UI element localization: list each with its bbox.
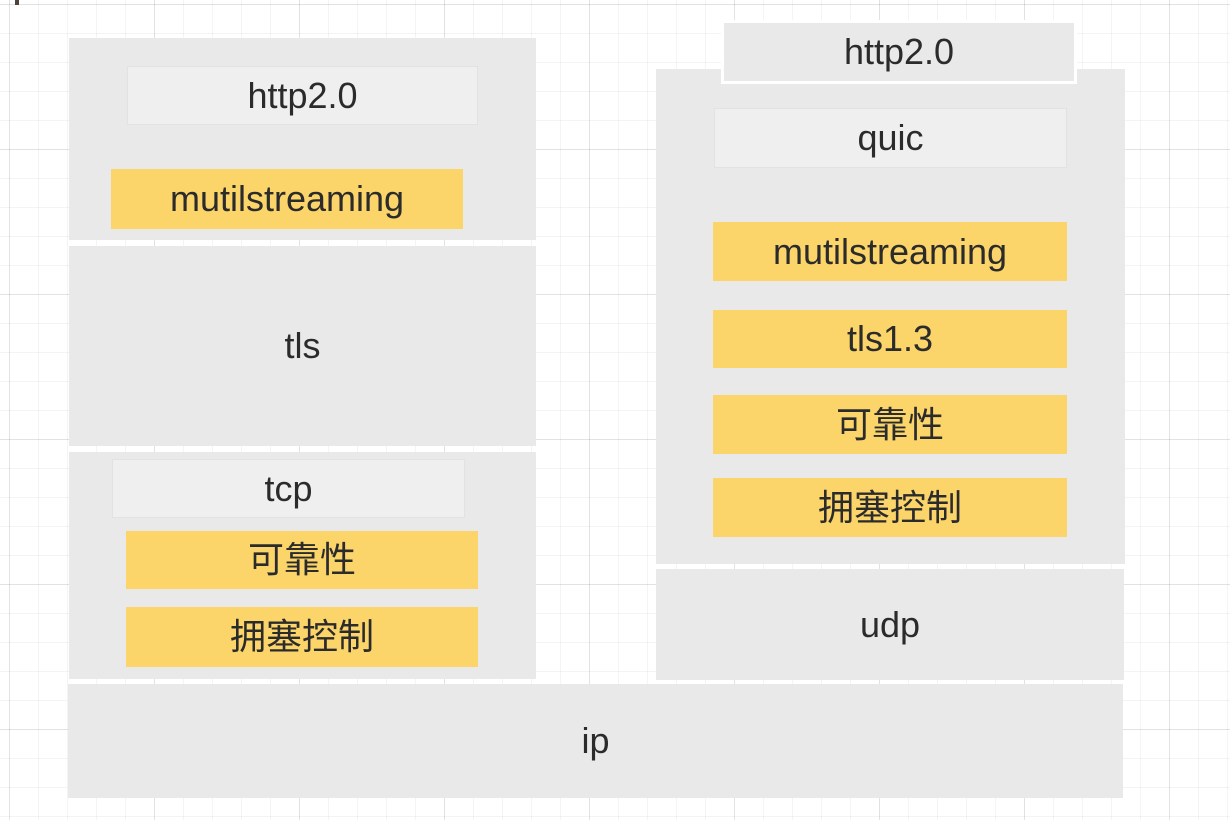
right-tls13-chip[interactable]: tls1.3 [713,310,1067,368]
right-udp-box[interactable]: udp [656,569,1124,680]
right-congestion-chip[interactable]: 拥塞控制 [713,478,1067,537]
left-reliability-chip[interactable]: 可靠性 [126,531,478,589]
cursor-artifact [15,0,19,5]
right-multistreaming-chip[interactable]: mutilstreaming [713,222,1067,281]
ip-box[interactable]: ip [68,684,1123,798]
left-multistreaming-chip[interactable]: mutilstreaming [111,169,463,229]
left-http2-label[interactable]: http2.0 [127,66,478,125]
right-http2-box[interactable]: http2.0 [724,23,1074,81]
right-reliability-chip[interactable]: 可靠性 [713,395,1067,454]
left-tcp-label[interactable]: tcp [112,459,465,518]
left-congestion-chip[interactable]: 拥塞控制 [126,607,478,667]
left-tls-box[interactable]: tls [69,246,536,446]
right-quic-label[interactable]: quic [714,108,1067,168]
